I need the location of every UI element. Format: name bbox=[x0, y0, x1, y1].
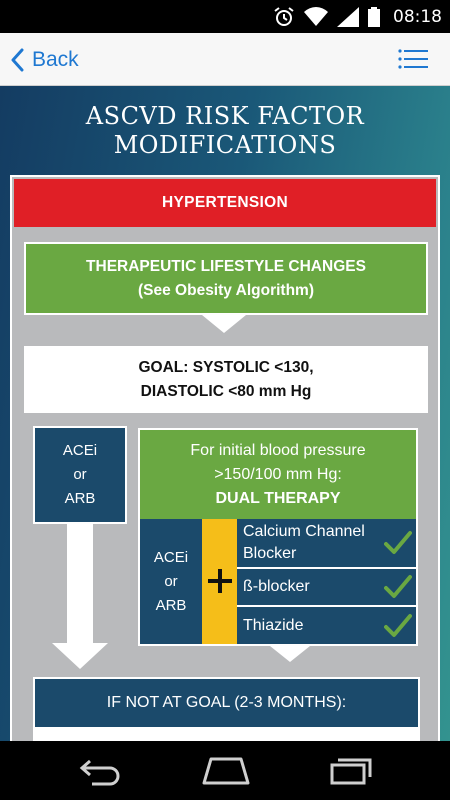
checkmark-icon bbox=[384, 575, 412, 598]
option-beta-blocker: ß-blocker bbox=[237, 569, 416, 605]
battery-icon bbox=[368, 6, 380, 27]
algorithm-content[interactable]: ASCVD RISK FACTOR MODIFICATIONS HYPERTEN… bbox=[0, 86, 450, 741]
large-arrow-head bbox=[52, 643, 108, 669]
flow-arrow bbox=[270, 646, 310, 662]
dual-therapy-header: For initial blood pressure >150/100 mm H… bbox=[140, 430, 416, 519]
back-button[interactable]: Back bbox=[10, 33, 79, 86]
option-calcium-channel-blocker: Calcium Channel Blocker bbox=[237, 519, 416, 567]
plus-column bbox=[202, 519, 237, 644]
checkmark-icon bbox=[384, 613, 412, 637]
status-bar: 08:18 bbox=[0, 0, 450, 33]
wifi-icon bbox=[304, 6, 328, 26]
home-icon[interactable] bbox=[201, 755, 251, 787]
large-arrow-shaft bbox=[67, 524, 93, 646]
mono-therapy-box: ACEi or ARB bbox=[33, 426, 127, 524]
clock: 08:18 bbox=[393, 6, 442, 27]
lifestyle-changes-box: THERAPEUTIC LIFESTYLE CHANGES (See Obesi… bbox=[24, 242, 428, 315]
checkmark-icon bbox=[384, 531, 412, 554]
flow-arrow bbox=[202, 315, 246, 333]
algorithm-panel: HYPERTENSION THERAPEUTIC LIFESTYLE CHANG… bbox=[10, 175, 440, 741]
alarm-icon bbox=[274, 6, 294, 26]
chevron-left-icon bbox=[11, 48, 24, 71]
system-navigation-bar bbox=[0, 741, 450, 800]
not-at-goal-content bbox=[33, 727, 420, 741]
hypertension-header: HYPERTENSION bbox=[14, 179, 436, 227]
back-label: Back bbox=[32, 47, 79, 71]
option-thiazide: Thiazide bbox=[237, 607, 416, 644]
dual-base-drug: ACEi or ARB bbox=[153, 548, 189, 614]
list-menu-icon[interactable] bbox=[398, 48, 428, 70]
signal-icon bbox=[337, 6, 359, 27]
goal-box: GOAL: SYSTOLIC <130, DIASTOLIC <80 mm Hg bbox=[24, 346, 428, 413]
back-arrow-icon[interactable] bbox=[78, 755, 124, 787]
page-title: ASCVD RISK FACTOR MODIFICATIONS bbox=[85, 102, 365, 159]
navigation-bar: Back bbox=[0, 33, 450, 86]
dual-therapy-box: For initial blood pressure >150/100 mm H… bbox=[138, 428, 418, 646]
not-at-goal-box: IF NOT AT GOAL (2-3 MONTHS): bbox=[33, 677, 420, 727]
recent-apps-icon[interactable] bbox=[328, 755, 376, 787]
